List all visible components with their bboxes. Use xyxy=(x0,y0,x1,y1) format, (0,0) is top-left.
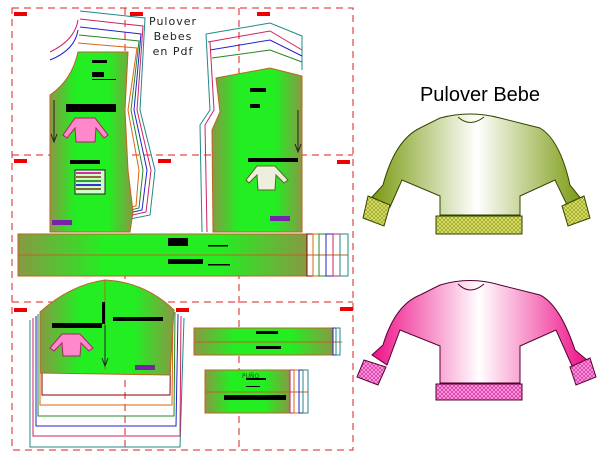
pattern-title: Pulover Bebes en Pdf xyxy=(140,14,206,59)
waistband-piece xyxy=(17,233,349,277)
cuff-piece xyxy=(204,369,309,414)
pattern-title-line-1: Pulover xyxy=(149,15,197,28)
pattern-title-line-2: Bebes xyxy=(153,30,193,43)
preview-title: Pulover Bebe xyxy=(419,84,541,106)
mini-sweater-icons xyxy=(49,117,289,357)
grainline-arrows xyxy=(50,100,302,368)
pink-sweater-image xyxy=(356,280,597,401)
logo-marks xyxy=(52,216,290,370)
back-piece xyxy=(211,67,303,233)
back-size-lines xyxy=(199,22,303,233)
piece-label-bars xyxy=(52,60,298,400)
size-chart-legend xyxy=(74,169,106,195)
cuff-label: PUÑO xyxy=(242,373,260,380)
pattern-title-line-3: en Pdf xyxy=(152,45,194,58)
page-markers xyxy=(14,12,353,312)
green-sweater-image xyxy=(362,113,591,235)
